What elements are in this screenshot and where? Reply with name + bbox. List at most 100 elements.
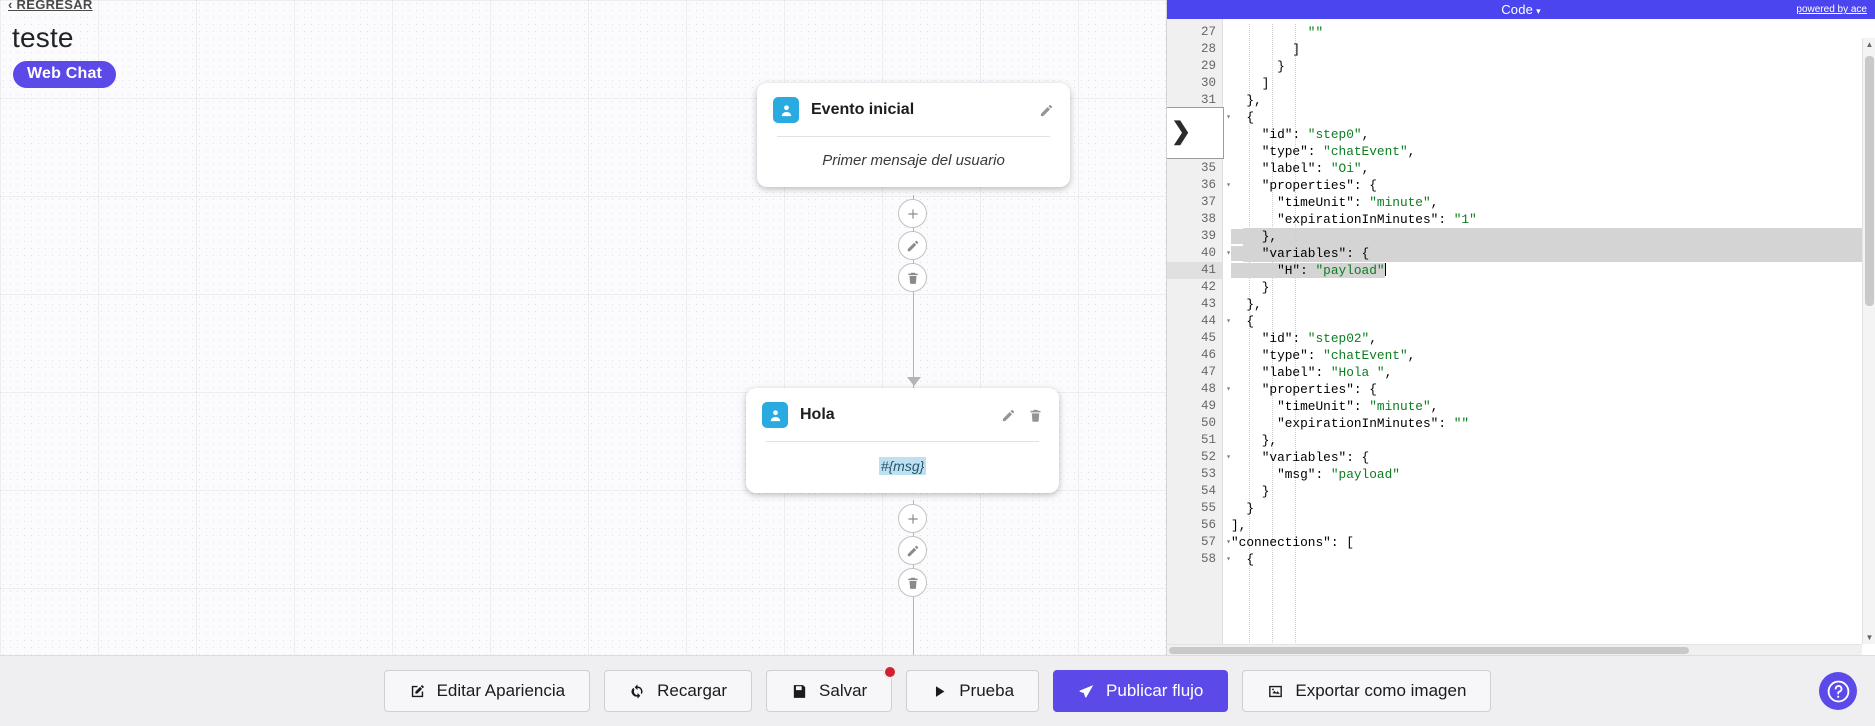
code-line[interactable]: "label": "Oi", <box>1261 161 1370 176</box>
editor-vertical-scrollbar[interactable]: ▲ ▼ <box>1862 38 1875 644</box>
gutter-line-number[interactable]: 41 <box>1167 262 1222 279</box>
gutter-line-number[interactable]: 31 <box>1200 93 1216 107</box>
vertical-scroll-thumb[interactable] <box>1865 56 1874 306</box>
fold-toggle-icon[interactable]: ▾ <box>1226 249 1231 258</box>
gutter-line-number[interactable]: 38 <box>1200 212 1216 226</box>
fold-toggle-icon[interactable]: ▾ <box>1226 113 1231 122</box>
gutter-line-number[interactable]: 47 <box>1200 365 1216 379</box>
gutter-line-number[interactable]: 54 <box>1200 484 1216 498</box>
fold-toggle-icon[interactable]: ▾ <box>1226 317 1231 326</box>
toolbar-button-exportar-como-imagen[interactable]: Exportar como imagen <box>1242 670 1492 712</box>
edit-icon[interactable] <box>1001 408 1016 423</box>
edit-connection-button[interactable] <box>898 231 927 260</box>
code-line[interactable]: }, <box>1231 229 1278 244</box>
code-line[interactable]: "properties": { <box>1261 382 1377 397</box>
gutter-line-number[interactable]: 51 <box>1200 433 1216 447</box>
code-line[interactable]: "msg": "payload" <box>1277 467 1400 482</box>
code-line[interactable]: } <box>1231 280 1270 295</box>
code-line[interactable]: { <box>1231 552 1255 567</box>
help-button[interactable] <box>1819 672 1857 710</box>
code-text-area[interactable]: "" ] } ] }, { "id": "step0", "type": "ch… <box>1223 19 1875 655</box>
code-line[interactable]: ] <box>1231 42 1301 57</box>
fold-toggle-icon[interactable]: ▾ <box>1226 181 1231 190</box>
gutter-line-number[interactable]: 53 <box>1200 467 1216 481</box>
scroll-down-arrow-icon[interactable]: ▼ <box>1865 633 1874 642</box>
code-line[interactable]: "label": "Hola ", <box>1261 365 1393 380</box>
code-line[interactable]: }, <box>1231 297 1262 312</box>
horizontal-scroll-thumb[interactable] <box>1169 647 1689 654</box>
gutter-line-number[interactable]: 30 <box>1200 76 1216 90</box>
code-line[interactable]: } <box>1231 59 1285 74</box>
code-line[interactable]: "H": "payload" <box>1231 262 1875 279</box>
fold-toggle-icon[interactable]: ▾ <box>1226 555 1231 564</box>
chevron-down-icon[interactable]: ▾ <box>1536 6 1541 16</box>
code-editor-panel[interactable]: Code▾ powered by ace 272829303132▾333435… <box>1166 0 1875 655</box>
gutter-line-number[interactable]: 45 <box>1200 331 1216 345</box>
code-line[interactable]: "expirationInMinutes": "1" <box>1277 212 1477 227</box>
code-line[interactable]: } <box>1231 484 1270 499</box>
edit-icon[interactable] <box>1039 103 1054 118</box>
code-line[interactable]: "id": "step02", <box>1261 331 1377 346</box>
gutter-line-number[interactable]: 27 <box>1200 25 1216 39</box>
gutter-line-number[interactable]: 46 <box>1200 348 1216 362</box>
code-line[interactable]: "type": "chatEvent", <box>1261 144 1416 159</box>
gutter-line-number[interactable]: 39 <box>1200 229 1216 243</box>
delete-connection-button[interactable] <box>898 568 927 597</box>
toolbar-button-recargar[interactable]: Recargar <box>604 670 753 712</box>
code-line[interactable]: ] <box>1231 76 1270 91</box>
editor-horizontal-scrollbar[interactable] <box>1167 644 1862 655</box>
code-line[interactable]: }, <box>1231 433 1278 448</box>
delete-connection-button[interactable] <box>898 263 927 292</box>
gutter-line-number[interactable]: 49 <box>1200 399 1216 413</box>
gutter-line-number[interactable]: 29 <box>1200 59 1216 73</box>
code-fold-widget[interactable]: ❯ <box>1167 107 1224 159</box>
add-step-button[interactable] <box>898 504 927 533</box>
code-line[interactable]: "type": "chatEvent", <box>1261 348 1416 363</box>
gutter-line-number[interactable]: 37 <box>1200 195 1216 209</box>
scroll-up-arrow-icon[interactable]: ▲ <box>1865 40 1874 49</box>
code-editor-title-group[interactable]: Code▾ <box>1167 2 1875 17</box>
code-line[interactable]: "id": "step0", <box>1261 127 1370 142</box>
gutter-line-number[interactable]: 36▾ <box>1200 178 1231 192</box>
gutter-line-number[interactable]: 44▾ <box>1200 314 1231 328</box>
code-line[interactable]: ], <box>1231 518 1247 533</box>
flow-node-hola[interactable]: Hola #{msg} <box>746 388 1059 493</box>
gutter-line-number[interactable]: 57▾ <box>1200 535 1231 549</box>
code-line[interactable]: } <box>1231 501 1255 516</box>
code-editor-body[interactable]: 272829303132▾33343536▾37383940▾41424344▾… <box>1167 19 1875 655</box>
gutter-line-number[interactable]: 48▾ <box>1200 382 1231 396</box>
gutter-line-number[interactable]: 52▾ <box>1200 450 1231 464</box>
gutter-line-number[interactable]: 55 <box>1200 501 1216 515</box>
code-line[interactable]: { <box>1231 314 1255 329</box>
gutter-line-number[interactable]: 56 <box>1200 518 1216 532</box>
code-line[interactable]: "timeUnit": "minute", <box>1277 399 1439 414</box>
code-line[interactable]: "expirationInMinutes": "" <box>1277 416 1470 431</box>
toolbar-button-publicar-flujo[interactable]: Publicar flujo <box>1053 670 1229 712</box>
add-step-button[interactable] <box>898 199 927 228</box>
code-line[interactable]: { <box>1231 110 1255 125</box>
gutter-line-number[interactable]: 40▾ <box>1200 246 1231 260</box>
gutter-line-number[interactable]: 58▾ <box>1200 552 1231 566</box>
chevron-right-icon[interactable]: ❯ <box>1171 118 1192 145</box>
toolbar-button-prueba[interactable]: Prueba <box>906 670 1040 712</box>
code-line[interactable]: "properties": { <box>1261 178 1377 193</box>
code-line[interactable]: }, <box>1231 93 1262 108</box>
powered-by-ace-link[interactable]: powered by ace <box>1796 4 1867 15</box>
toolbar-button-editar-apariencia[interactable]: Editar Apariencia <box>383 670 591 712</box>
code-line[interactable]: "variables": { <box>1261 450 1370 465</box>
flow-canvas[interactable]: ‹ REGRESAR teste Web Chat Evento inicial <box>0 0 1166 655</box>
code-line[interactable]: "timeUnit": "minute", <box>1277 195 1439 210</box>
trash-icon[interactable] <box>1028 408 1043 423</box>
code-line[interactable]: "variables": { <box>1231 245 1875 262</box>
code-line[interactable]: "connections": [ <box>1231 535 1354 550</box>
code-line[interactable]: "" <box>1307 25 1324 40</box>
gutter-line-number[interactable]: 50 <box>1200 416 1216 430</box>
edit-connection-button[interactable] <box>898 536 927 565</box>
flow-node-evento-inicial[interactable]: Evento inicial Primer mensaje del usuari… <box>757 83 1070 187</box>
toolbar-button-salvar[interactable]: Salvar <box>766 665 898 712</box>
gutter-line-number[interactable]: 35 <box>1200 161 1216 175</box>
fold-toggle-icon[interactable]: ▾ <box>1226 453 1231 462</box>
fold-toggle-icon[interactable]: ▾ <box>1226 538 1231 547</box>
back-link[interactable]: ‹ REGRESAR <box>8 0 93 12</box>
gutter-line-number[interactable]: 43 <box>1200 297 1216 311</box>
